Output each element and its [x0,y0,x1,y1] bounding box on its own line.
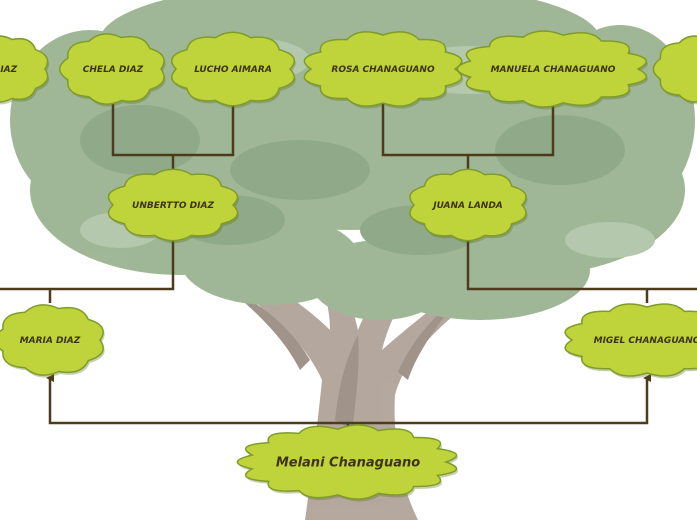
node-cloud-shape [303,31,463,107]
family-node-manuela[interactable]: MANUELA CHANAGUANO [456,30,648,110]
node-cloud-shape [652,35,697,103]
family-node-unbertto[interactable]: UNBERTTO DIAZ [107,168,240,244]
connector-melani-to-migel [348,374,651,425]
family-member-nodes: DIAZ CHELA DIAZ LUCHO AIMARA ROSA CHANAGUAN… [0,30,697,502]
node-label: MIGEL CHANAGUANO [594,336,697,346]
node-label: ROSA CHANAGUANO [331,65,435,75]
family-node-juana[interactable]: JUANA LANDA [409,168,528,244]
family-node-gp-left-edge[interactable]: DIAZ [0,35,49,105]
node-label: MANUELA CHANAGUANO [491,65,616,75]
node-cloud-shape [0,35,49,103]
family-node-melani[interactable]: Melani Chanaguano [236,424,459,502]
node-label: CHELA DIAZ [83,65,144,75]
tree-illustration [10,0,695,520]
connector-juana-to-migel [466,232,697,291]
node-label: Melani Chanaguano [276,456,420,471]
node-cloud-shape [59,33,165,105]
connector-unbertto-to-maria [0,232,175,291]
node-cloud-shape [170,31,296,107]
node-cloud-shape [236,424,458,500]
family-node-rosa[interactable]: ROSA CHANAGUANO [303,31,464,109]
node-cloud-shape [456,30,648,108]
family-node-maria[interactable]: MARIA DIAZ [0,304,105,378]
family-node-chela[interactable]: CHELA DIAZ [59,33,166,107]
node-cloud-shape [564,303,697,377]
node-label: JUANA LANDA [431,201,503,211]
family-node-migel[interactable]: MIGEL CHANAGUANO [564,303,697,379]
connector-melani-to-maria [46,374,350,430]
family-node-gp-right-edge[interactable]: E [652,35,697,105]
node-label: DIAZ [0,65,18,75]
node-label: UNBERTTO DIAZ [132,201,214,211]
node-cloud-shape [107,168,239,242]
node-label: LUCHO AIMARA [194,65,272,75]
family-node-lucho[interactable]: LUCHO AIMARA [170,31,296,109]
node-cloud-shape [409,168,527,242]
node-label: MARIA DIAZ [20,336,81,346]
tree-canopy [10,0,695,320]
node-cloud-shape [0,304,104,376]
